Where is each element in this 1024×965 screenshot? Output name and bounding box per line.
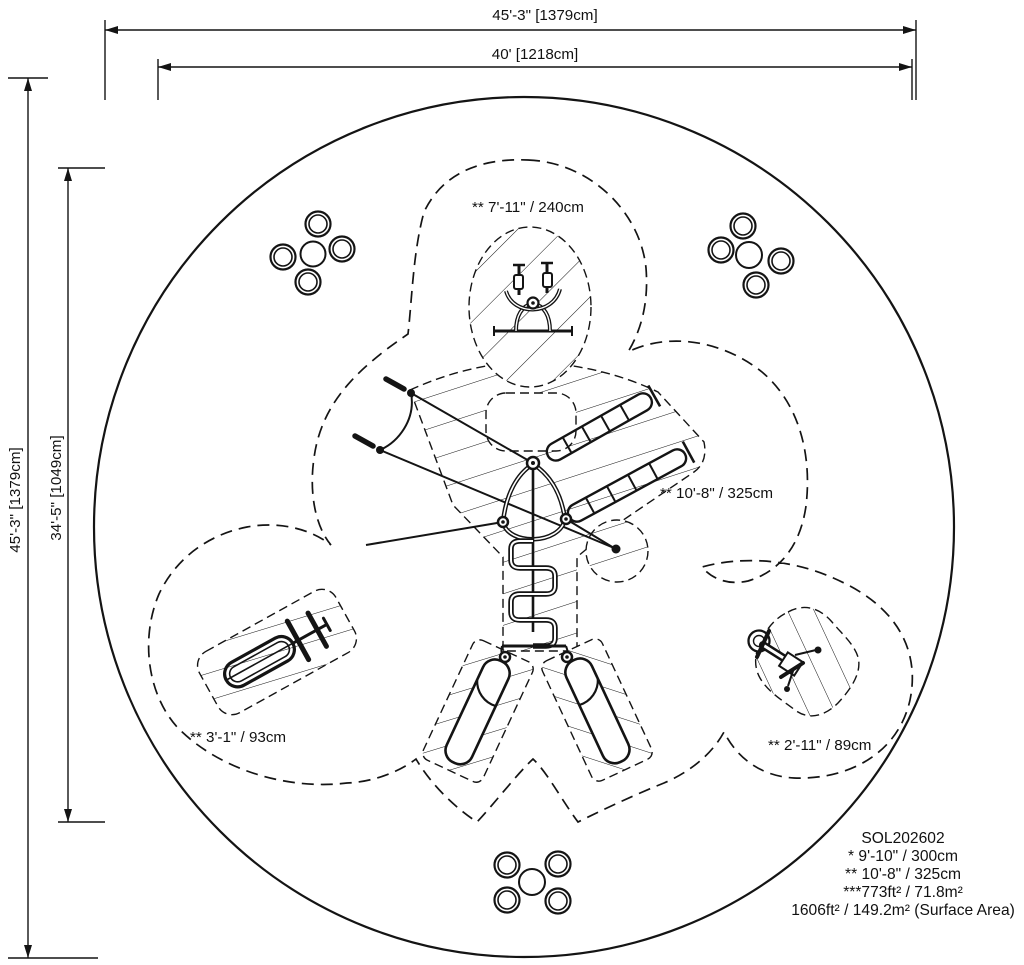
ladder-upper (545, 384, 662, 462)
stepper-pods-bottom (493, 850, 572, 915)
use-zone-outline (147, 158, 914, 824)
grip-bar (352, 433, 376, 449)
spinner-pedestal-clearance (485, 392, 577, 452)
spring-rider-left-zone (196, 588, 358, 716)
use-zone-area: ***773ft² / 71.8m² (843, 884, 963, 901)
spring-rider-right-equipment (747, 629, 822, 692)
spring-rider-right-zone (747, 606, 860, 717)
fall-zone-label-spring-rider-right: ** 2'-11" / 89cm (768, 737, 871, 754)
dimension-left-inner (58, 167, 105, 823)
rope-anchor (611, 544, 621, 554)
dim-label-left-inner: 34'-5" [1049cm] (48, 435, 65, 540)
play-area-boundary (92, 95, 956, 959)
net-climber-equipment (352, 376, 696, 554)
dim-label-top-outer: 45'-3" [1379cm] (492, 7, 597, 24)
spring-rider-left-equipment (223, 610, 332, 689)
fall-zone-label-spring-rider-left: ** 3'-1" / 93cm (190, 729, 286, 746)
dim-label-top-inner: 40' [1218cm] (492, 46, 578, 63)
hatched-zone-slide-left (422, 639, 534, 783)
dimension-top-inner (157, 59, 913, 100)
stepper-pods-top-right (707, 212, 795, 299)
dimension-left-outer (8, 77, 98, 959)
height-note-1: * 9'-10" / 300cm (848, 848, 958, 865)
spinner-equipment (493, 261, 573, 336)
stepper-pods-top-left (269, 210, 356, 296)
fall-zone-label-spinner: ** 7'-11" / 240cm (472, 199, 584, 216)
slide-right-bed (564, 657, 631, 765)
snake-climber-equipment (498, 538, 574, 664)
model-number: SOL202602 (861, 830, 944, 847)
info-block: SOL202602 * 9'-10" / 300cm ** 10'-8" / 3… (791, 830, 1015, 919)
fall-zone-label-climber: ** 10'-8" / 325cm (660, 485, 773, 502)
hatched-zone-slide-right (541, 638, 653, 782)
dim-label-left-outer: 45'-3" [1379cm] (7, 447, 24, 552)
height-note-2: ** 10'-8" / 325cm (845, 866, 961, 883)
grip-bar (383, 376, 407, 392)
dimension-top-outer (104, 20, 917, 100)
surface-area: 1606ft² / 149.2m² (Surface Area) (791, 902, 1015, 919)
